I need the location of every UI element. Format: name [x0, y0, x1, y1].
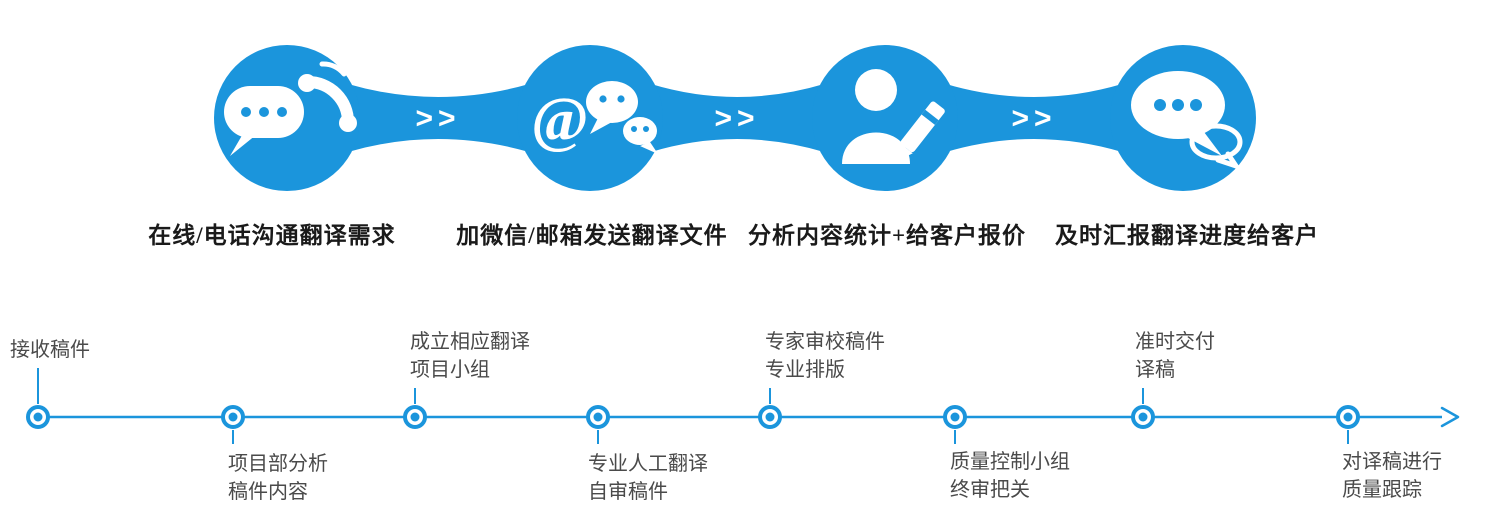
- timeline-label-line: 项目小组: [410, 359, 490, 381]
- step-label-3: 分析内容统计+给客户报价: [747, 223, 1027, 248]
- at-wechat-icon: @: [531, 81, 658, 154]
- timeline-label-line: 质量跟踪: [1342, 479, 1422, 501]
- timeline-node: [1336, 405, 1360, 429]
- step-circle-3: [812, 45, 958, 191]
- timeline-label-line: 成立相应翻译: [410, 331, 530, 353]
- at-symbol: @: [531, 86, 589, 154]
- timeline-label-line: 专家审校稿件: [765, 331, 885, 353]
- analyst-pencil-icon: [842, 69, 945, 164]
- step-disc: [517, 45, 663, 191]
- timeline-label-5: 专家审校稿件 专业排版: [765, 328, 885, 384]
- timeline-label-line: 译稿: [1135, 359, 1175, 381]
- timeline-axis: [26, 368, 1460, 444]
- timeline-node: [758, 405, 782, 429]
- flow-connector: [651, 84, 824, 152]
- timeline-label-line: 项目部分析: [228, 453, 328, 475]
- timeline-label-line: 质量控制小组: [950, 451, 1070, 473]
- flow-chevrons: >> >> >>: [415, 102, 1056, 135]
- timeline-label-line: 终审把关: [950, 479, 1030, 501]
- timeline-label-line: 对译稿进行: [1342, 451, 1442, 473]
- chevron-label: >>: [1011, 102, 1056, 135]
- step-circle-2: @: [517, 45, 663, 191]
- flow-connector: [348, 84, 529, 152]
- chat-phone-icon: [224, 61, 357, 156]
- timeline-node: [586, 405, 610, 429]
- timeline-label-line: 稿件内容: [228, 481, 308, 503]
- timeline-label-1: 接收稿件: [10, 336, 90, 364]
- step-circle-1: [214, 45, 360, 191]
- timeline-node: [26, 405, 50, 429]
- arrowhead-icon: [1440, 406, 1460, 428]
- timeline-node: [1131, 405, 1155, 429]
- step-label-1: 在线/电话沟通翻译需求: [148, 223, 396, 248]
- timeline-node: [221, 405, 245, 429]
- timeline-label-3: 成立相应翻译 项目小组: [410, 328, 530, 384]
- step-label-4: 及时汇报翻译进度给客户: [1055, 223, 1319, 248]
- flow-connectors: [348, 84, 1122, 152]
- timeline-label-6: 质量控制小组 终审把关: [950, 448, 1070, 504]
- timeline-label-line: 自审稿件: [588, 481, 668, 503]
- timeline-label-4: 专业人工翻译 自审稿件: [588, 450, 708, 506]
- timeline-label-line: 专业人工翻译: [588, 453, 708, 475]
- step-circle-4: [1110, 45, 1256, 191]
- timeline-node: [403, 405, 427, 429]
- timeline-label-8: 对译稿进行 质量跟踪: [1342, 448, 1442, 504]
- timeline-label-line: 接收稿件: [10, 339, 90, 361]
- timeline-label-7: 准时交付 译稿: [1135, 328, 1215, 384]
- flow-connector: [946, 84, 1122, 152]
- timeline-label-2: 项目部分析 稿件内容: [228, 450, 328, 506]
- timeline-label-line: 准时交付: [1135, 331, 1215, 353]
- chat-bubbles-icon: [1131, 71, 1243, 171]
- chevron-label: >>: [714, 102, 759, 135]
- timeline-label-line: 专业排版: [765, 359, 845, 381]
- timeline-node: [943, 405, 967, 429]
- step-label-2: 加微信/邮箱发送翻译文件: [456, 223, 728, 248]
- chevron-label: >>: [415, 102, 460, 135]
